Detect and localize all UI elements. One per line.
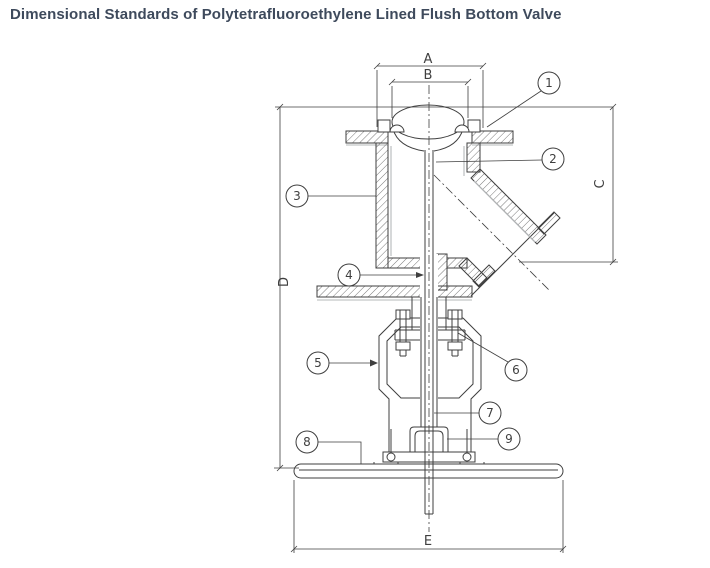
dim-label-e: E	[424, 534, 432, 549]
dimension-b: B	[388, 68, 472, 118]
dimension-c: C	[519, 103, 618, 266]
callout-2: 2	[435, 147, 565, 171]
outlet-centerline	[433, 174, 550, 291]
valve-stem	[424, 85, 434, 532]
callout-8: 8	[295, 430, 362, 464]
callout-3: 3	[285, 184, 376, 208]
body-bottom-flange	[316, 285, 473, 301]
dim-label-c: C	[593, 179, 608, 188]
svg-text:8: 8	[303, 435, 311, 449]
packing-bolt-left	[395, 309, 411, 357]
outlet-flange-lower-tab	[472, 264, 496, 288]
svg-text:3: 3	[293, 189, 301, 203]
callout-6: 6	[457, 332, 528, 382]
dimension-d: D	[274, 103, 299, 472]
dimension-a: A	[373, 52, 487, 128]
stem-sleeve	[420, 297, 438, 427]
dimension-e: E	[290, 480, 567, 553]
handwheel	[391, 104, 465, 152]
bottom-mounting-flange	[293, 463, 564, 479]
flange-clamp-left	[377, 119, 391, 133]
packing-bolt-right	[447, 309, 463, 357]
dim-label-b: B	[424, 68, 433, 83]
svg-text:9: 9	[505, 432, 513, 446]
outlet-flange-upper-tab	[537, 211, 561, 235]
dim-label-a: A	[424, 52, 433, 67]
callout-5: 5	[306, 351, 378, 375]
svg-text:5: 5	[314, 356, 322, 370]
drawing-title: Dimensional Standards of Polytetrafluoro…	[10, 6, 562, 23]
bonnet-neck	[411, 297, 447, 330]
callout-9: 9	[447, 427, 521, 451]
valve-seat	[436, 253, 448, 291]
callout-1: 1	[486, 71, 561, 128]
svg-text:4: 4	[345, 268, 353, 282]
flange-clamp-right	[467, 119, 481, 133]
svg-text:7: 7	[486, 406, 494, 420]
dim-label-d: D	[277, 277, 292, 287]
svg-text:1: 1	[545, 76, 553, 90]
valve-body	[375, 142, 481, 291]
callout-4: 4	[337, 263, 424, 287]
callout-7: 7	[434, 401, 502, 425]
svg-text:6: 6	[512, 363, 520, 377]
svg-text:2: 2	[549, 152, 557, 166]
outlet-branch	[433, 168, 561, 297]
top-flange	[345, 119, 514, 146]
